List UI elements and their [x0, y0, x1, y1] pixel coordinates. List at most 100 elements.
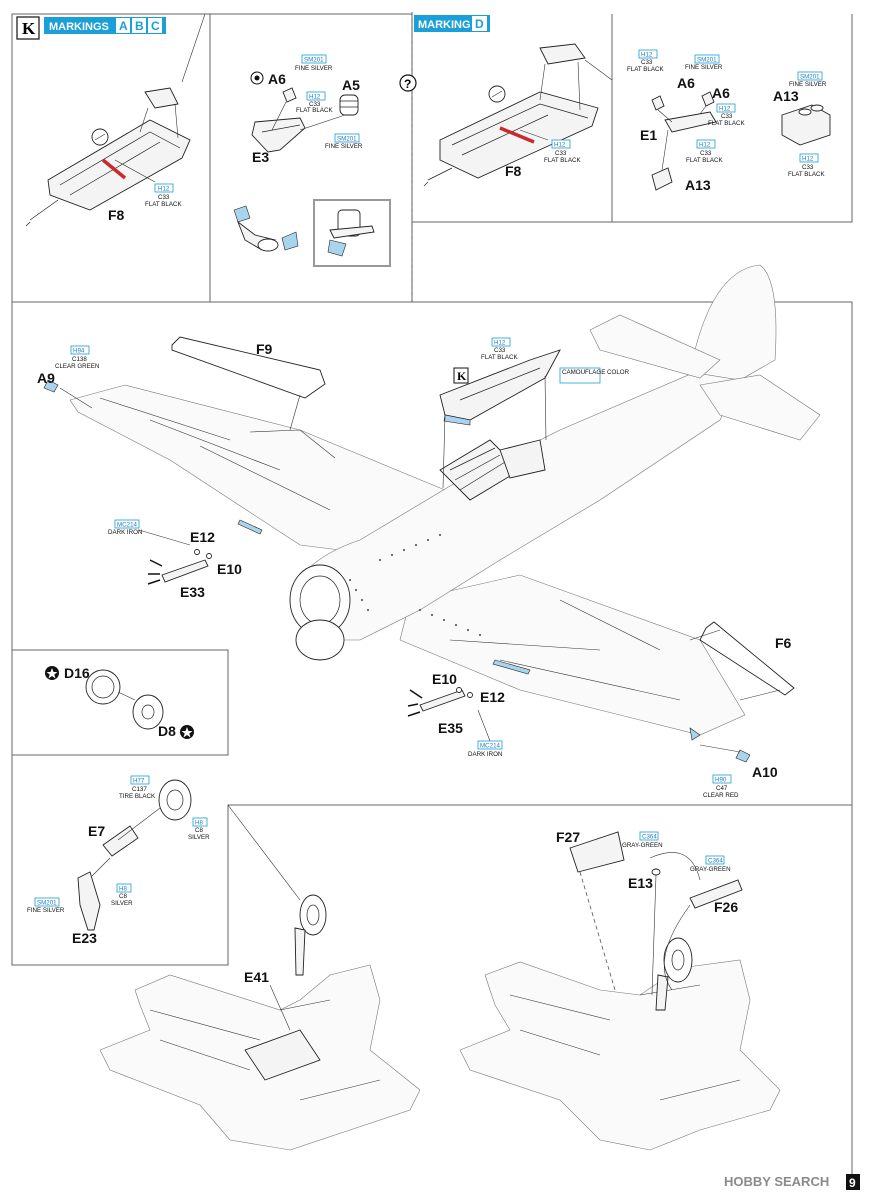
part-d8 [132, 694, 164, 730]
underside-view-right [459, 831, 781, 1151]
label-e35: E35 [438, 720, 463, 736]
underside-view-left [99, 894, 421, 1151]
marking-d: D [475, 17, 484, 31]
svg-text:CAMOUFLAGE COLOR: CAMOUFLAGE COLOR [562, 369, 630, 376]
label-f8-left: F8 [108, 207, 125, 223]
callout-c4: SM201 FINE SILVER [325, 133, 363, 150]
callout-c2: SM201 FINE SILVER [295, 54, 333, 72]
rivet-pattern [349, 534, 481, 636]
svg-text:K: K [457, 369, 467, 383]
svg-text:SM201: SM201 [697, 57, 717, 64]
svg-text:H94: H94 [73, 348, 85, 355]
part-a9 [43, 379, 59, 393]
label-e41: E41 [244, 969, 269, 985]
svg-text:C8: C8 [119, 893, 127, 900]
label-e23: E23 [72, 930, 97, 946]
label-e3: E3 [252, 149, 269, 165]
part-f9 [171, 336, 326, 399]
marking-d-label: MARKING [418, 19, 471, 31]
svg-text:H90: H90 [715, 777, 727, 784]
svg-text:C33: C33 [494, 347, 506, 354]
label-f26: F26 [714, 899, 738, 915]
callout-c11: H12 C33 FLAT BLACK [788, 153, 825, 178]
callout-c20: H8 C8 SILVER [111, 883, 133, 907]
callout-c22: C364 GRAY-GREEN [622, 831, 663, 849]
label-a13-a: A13 [685, 177, 711, 193]
callout-c6: H12 C33 FLAT BLACK [627, 49, 664, 73]
svg-text:?: ? [404, 77, 411, 91]
label-e7: E7 [88, 823, 105, 839]
callout-c16: MC214 DARK IRON [468, 709, 503, 758]
svg-text:9: 9 [849, 1176, 856, 1190]
svg-text:GRAY-GREEN: GRAY-GREEN [690, 866, 731, 873]
label-a6-b: A6 [677, 75, 695, 91]
gear-inset-frame [11, 755, 852, 966]
svg-text:FINE SILVER: FINE SILVER [325, 143, 363, 150]
svg-text:MC214: MC214 [480, 743, 501, 750]
svg-text:SILVER: SILVER [188, 834, 210, 841]
part-e33 [161, 559, 209, 583]
wheel-parts [45, 666, 194, 739]
marking-a: A [119, 19, 128, 33]
main-frame [12, 301, 853, 1184]
label-e10-bottom: E10 [432, 671, 457, 687]
svg-text:SM201: SM201 [800, 74, 820, 81]
svg-text:SM201: SM201 [304, 57, 324, 64]
part-a13-small [651, 167, 673, 191]
svg-text:H12: H12 [699, 142, 711, 149]
top-right-frame [412, 14, 853, 223]
right-stabilizer [699, 374, 821, 441]
callout-c5: H12 C33 FLAT BLACK [544, 139, 581, 164]
label-f9: F9 [256, 341, 273, 357]
label-e33: E33 [180, 584, 205, 600]
k-marker-top: K [16, 16, 40, 40]
callout-c12: H94 C138 CLEAR GREEN [55, 345, 99, 370]
svg-text:H77: H77 [133, 778, 145, 785]
markings-abc-badge: MARKINGS A B C [44, 17, 166, 34]
label-d16: D16 [64, 665, 90, 681]
svg-text:FLAT BLACK: FLAT BLACK [788, 171, 825, 178]
seat-mount [144, 87, 179, 109]
label-d8: D8 [158, 723, 176, 739]
svg-text:C364: C364 [642, 834, 657, 841]
label-e13: E13 [628, 875, 653, 891]
svg-text:C33: C33 [700, 150, 712, 157]
callout-c21: SM201 FINE SILVER [27, 897, 65, 914]
a6-detail-small [233, 205, 299, 252]
part-a6-mid [651, 95, 665, 111]
svg-text:H8: H8 [195, 820, 203, 827]
part-a6-left [282, 87, 297, 103]
callout-c13: H12 C33 FLAT BLACK [481, 337, 518, 361]
part-a6-right [701, 91, 715, 107]
callout-c18: H77 C137 TIRE BLACK [119, 775, 156, 800]
part-a10 [735, 749, 751, 763]
callout-c7: SM201 FINE SILVER [685, 54, 723, 71]
seat-assembly-left [25, 13, 206, 227]
marking-b: B [135, 19, 144, 33]
svg-text:DARK IRON: DARK IRON [468, 751, 502, 758]
svg-text:FLAT BLACK: FLAT BLACK [296, 107, 333, 114]
marking-c: C [151, 19, 160, 33]
seat-right-mount [539, 43, 586, 65]
svg-text:DARK IRON: DARK IRON [108, 529, 142, 536]
part-a13-large [781, 104, 831, 146]
svg-text:H8: H8 [119, 886, 127, 893]
svg-text:H12: H12 [309, 94, 321, 101]
svg-text:FINE SILVER: FINE SILVER [789, 81, 827, 88]
markings-abc-label: MARKINGS [49, 21, 109, 33]
callout-c19: H8 C8 SILVER [188, 817, 210, 841]
callout-c14: CAMOUFLAGE COLOR [559, 367, 630, 384]
label-e12-bottom: E12 [480, 689, 505, 705]
svg-text:C33: C33 [802, 164, 814, 171]
label-a13-b: A13 [773, 88, 799, 104]
label-a6-c: A6 [712, 85, 730, 101]
wheel-inset-frame [11, 649, 229, 756]
label-e1: E1 [640, 127, 657, 143]
label-f27: F27 [556, 829, 580, 845]
d16-star-icon [45, 666, 59, 680]
svg-text:C33: C33 [309, 101, 321, 108]
svg-text:GRAY-GREEN: GRAY-GREEN [622, 842, 663, 849]
svg-text:TIRE BLACK: TIRE BLACK [119, 793, 156, 800]
callout-c9: H12 C33 FLAT BLACK [686, 139, 723, 164]
svg-text:MC214: MC214 [117, 522, 138, 529]
